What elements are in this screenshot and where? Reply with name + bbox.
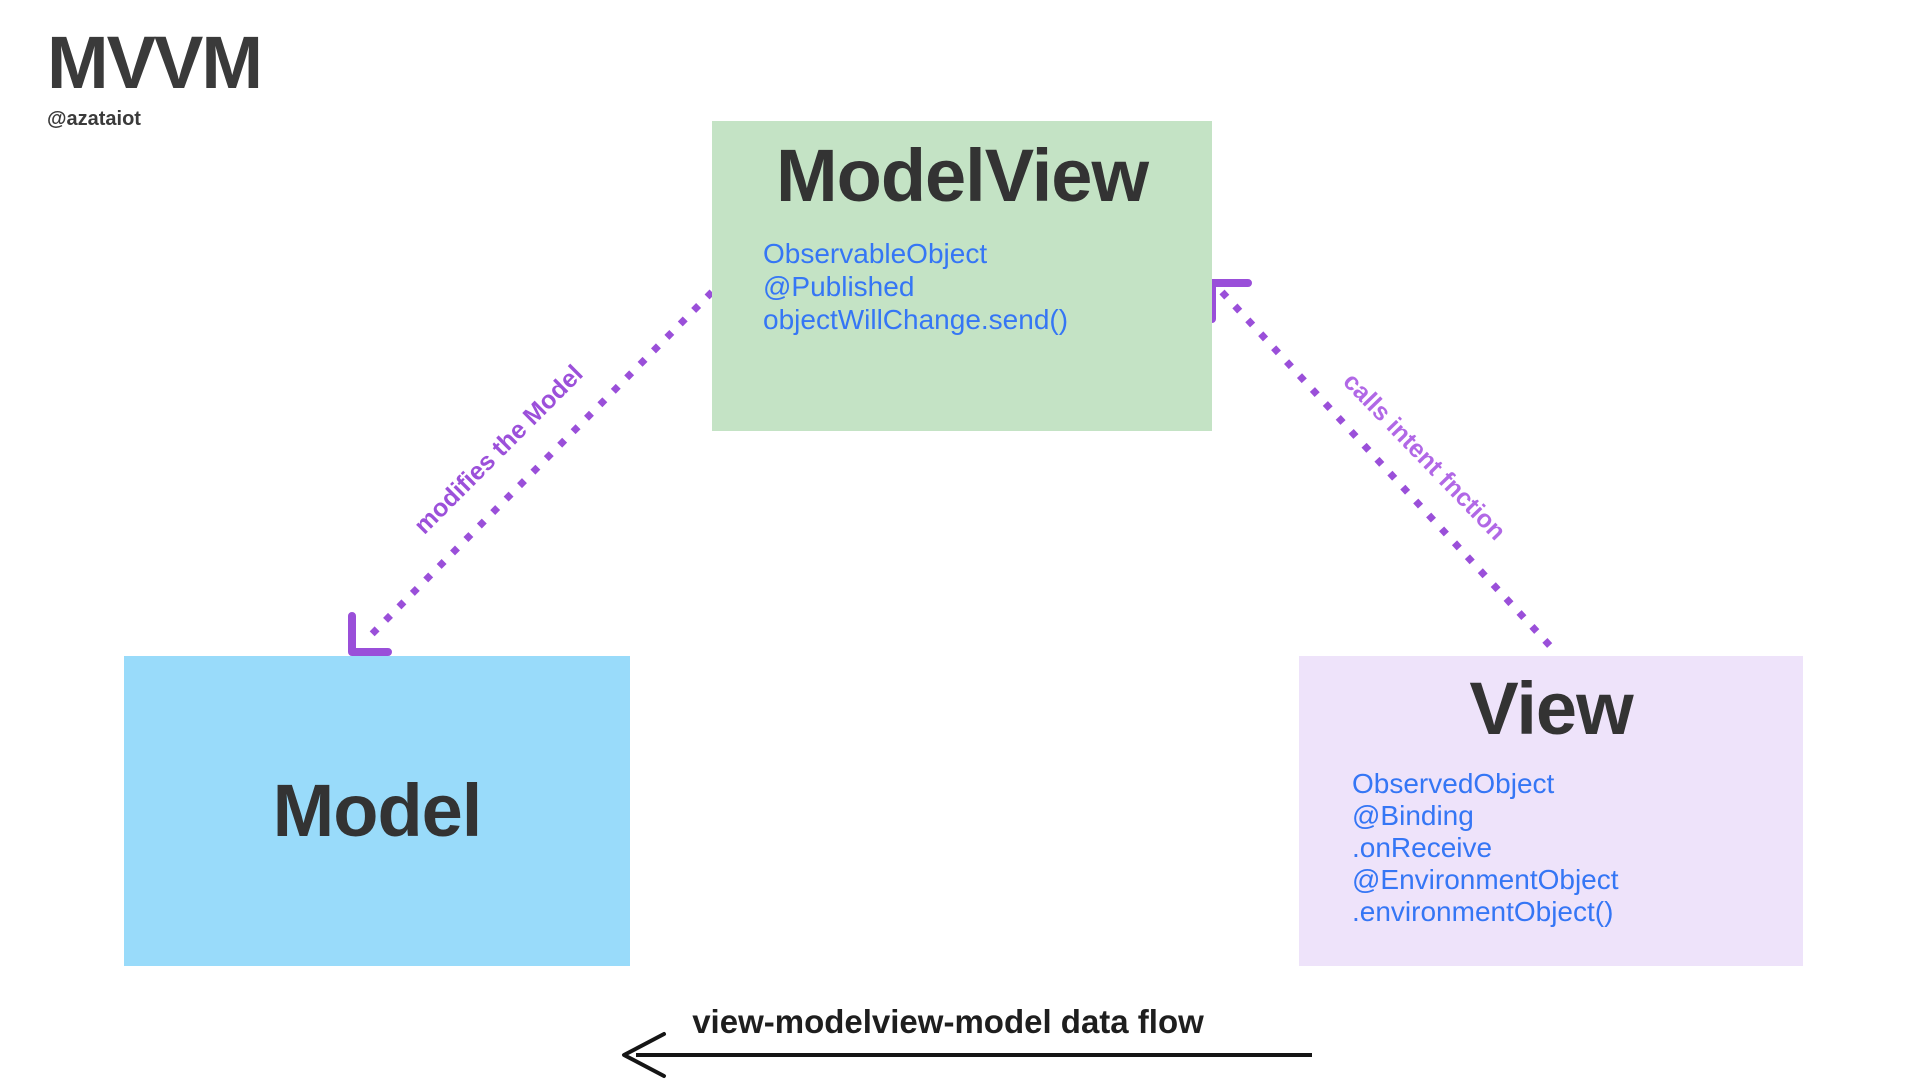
code-line: .onReceive	[1352, 832, 1493, 863]
code-line: objectWillChange.send()	[763, 304, 1069, 335]
view-title: View	[1469, 667, 1633, 750]
calls-arrow	[1208, 279, 1555, 651]
modelview-code-list: ObservableObject @Published objectWillCh…	[763, 237, 1212, 336]
node-model: Model	[124, 656, 630, 966]
dataflow-arrowhead-icon	[622, 1032, 666, 1078]
header: MVVM @azataiot	[47, 21, 263, 131]
author-handle: @azataiot	[47, 107, 141, 130]
code-line: ObservableObject	[763, 238, 988, 269]
code-line: @Binding	[1352, 800, 1474, 831]
code-line: @Published	[763, 271, 915, 302]
modifies-dotted-line	[365, 289, 715, 641]
dataflow-label: view-modelview-model data flow	[692, 1003, 1204, 1040]
code-line: .environmentObject()	[1352, 896, 1614, 927]
modelview-title: ModelView	[775, 134, 1149, 217]
code-line: @EnvironmentObject	[1352, 864, 1619, 895]
model-title: Model	[272, 769, 483, 852]
calls-dotted-line	[1219, 289, 1555, 651]
code-line: ObservedObject	[1352, 768, 1555, 799]
dataflow-arrow	[622, 1032, 1312, 1078]
view-code-list: ObservedObject @Binding .onReceive @Envi…	[1352, 768, 1803, 928]
page-title: MVVM	[47, 21, 263, 104]
modifies-arrow	[348, 289, 715, 656]
node-modelview: ModelView ObservableObject @Published ob…	[712, 121, 1212, 431]
modifies-arrowhead-icon	[348, 612, 392, 656]
node-view: View ObservedObject @Binding .onReceive …	[1299, 656, 1803, 966]
calls-arrowhead-icon	[1208, 279, 1252, 323]
